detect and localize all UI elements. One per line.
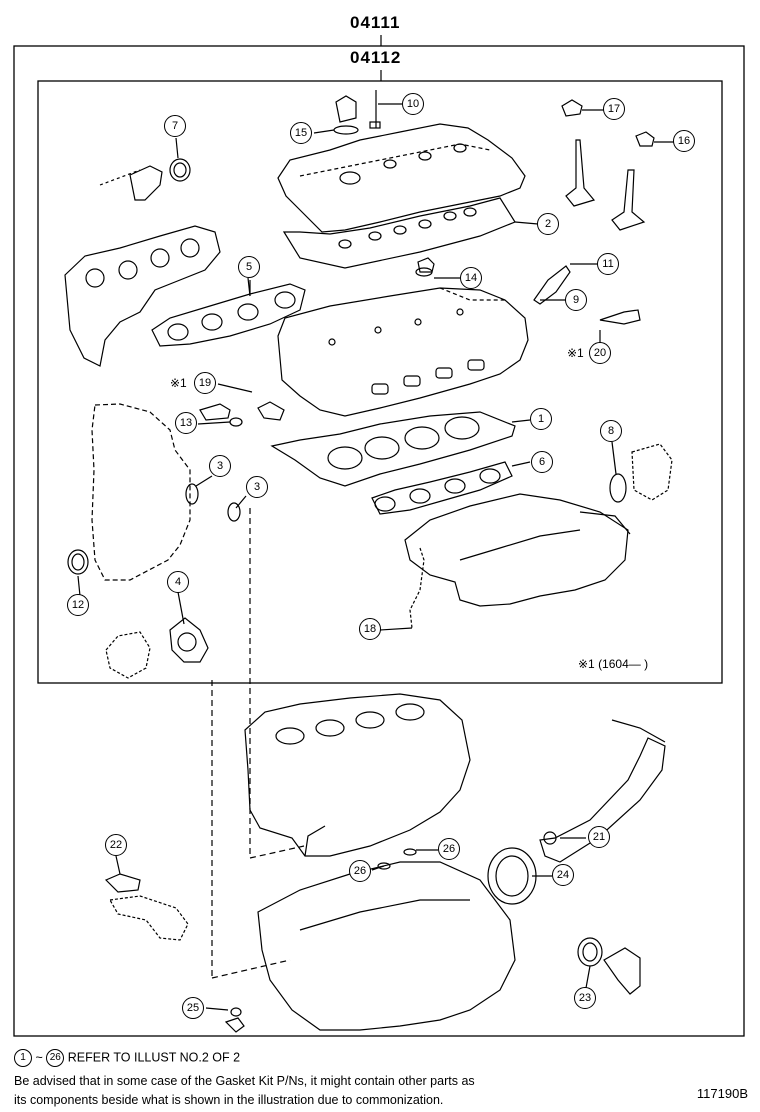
callout-3a[interactable]: 3 (209, 455, 231, 477)
ref-start-circle: 1 (14, 1049, 32, 1067)
water-pump-gasket (105, 617, 209, 679)
callout-20[interactable]: 20 (589, 342, 611, 364)
intake-manifold-gasket (371, 461, 531, 515)
thermostat-gasket (609, 443, 673, 503)
crank-oil-seal-rear (487, 847, 537, 905)
callout-25[interactable]: 25 (182, 997, 204, 1019)
callout-leaders (77, 103, 674, 1011)
exhaust-manifold (64, 165, 221, 367)
callout-12[interactable]: 12 (67, 594, 89, 616)
callout-16[interactable]: 16 (673, 130, 695, 152)
ref-end-circle: 26 (46, 1049, 65, 1067)
callout-7[interactable]: 7 (164, 115, 186, 137)
timing-cover-outline (91, 403, 191, 581)
callout-26a[interactable]: 26 (438, 838, 460, 860)
callout-21[interactable]: 21 (588, 826, 610, 848)
exhaust-manifold-gasket (151, 280, 306, 347)
cylinder-head-cover (277, 123, 526, 233)
ref-tilde: ~ (35, 1050, 43, 1065)
oil-pan (257, 861, 516, 1031)
ref-text: REFER TO ILLUST NO.2 OF 2 (67, 1050, 241, 1065)
advice-line-1: Be advised that in some case of the Gask… (14, 1074, 475, 1088)
note-mark-20: ※1 (567, 346, 584, 360)
small-parts (185, 90, 655, 1033)
callout-26b[interactable]: 26 (349, 860, 371, 882)
head-cover-gasket (282, 197, 539, 269)
callout-22[interactable]: 22 (105, 834, 127, 856)
outer-frame (13, 45, 745, 1037)
callout-2[interactable]: 2 (537, 213, 559, 235)
water-outlet-gasket (104, 873, 189, 941)
callout-13[interactable]: 13 (175, 412, 197, 434)
intake-manifold (404, 493, 631, 607)
camshaft-seal (67, 549, 89, 575)
inner-part-number: 04112 (350, 48, 402, 67)
callout-5[interactable]: 5 (238, 256, 260, 278)
seal-7 (169, 158, 191, 182)
inner-frame (37, 80, 723, 684)
crank-oil-seal-front (577, 937, 641, 995)
cylinder-head-gasket (270, 411, 531, 487)
callout-6[interactable]: 6 (531, 451, 553, 473)
callout-15[interactable]: 15 (290, 122, 312, 144)
callout-3b[interactable]: 3 (246, 476, 268, 498)
callout-19[interactable]: 19 (194, 372, 216, 394)
valves (565, 139, 646, 231)
callout-9[interactable]: 9 (565, 289, 587, 311)
advice-line-2: its components beside what is shown in t… (14, 1093, 444, 1107)
callout-23[interactable]: 23 (574, 987, 596, 1009)
callout-14[interactable]: 14 (460, 267, 482, 289)
cylinder-block (244, 693, 471, 857)
callout-1[interactable]: 1 (530, 408, 552, 430)
range-note: ※1 (1604— ) (578, 657, 649, 671)
cylinder-head (277, 287, 529, 417)
dashed-leaders (211, 508, 305, 979)
callout-4[interactable]: 4 (167, 571, 189, 593)
callout-18[interactable]: 18 (359, 618, 381, 640)
callout-10[interactable]: 10 (402, 93, 424, 115)
reference-note: 1 ~ 26 REFER TO ILLUST NO.2 OF 2 (14, 1049, 240, 1067)
callout-11[interactable]: 11 (597, 253, 619, 275)
illustration-number: 117190B (696, 1086, 748, 1101)
outer-part-number: 04111 (350, 13, 401, 32)
callout-17[interactable]: 17 (603, 98, 625, 120)
note-mark-19: ※1 (170, 376, 187, 390)
callout-24[interactable]: 24 (552, 864, 574, 886)
callout-8[interactable]: 8 (600, 420, 622, 442)
water-inlet-pipe (539, 719, 666, 863)
